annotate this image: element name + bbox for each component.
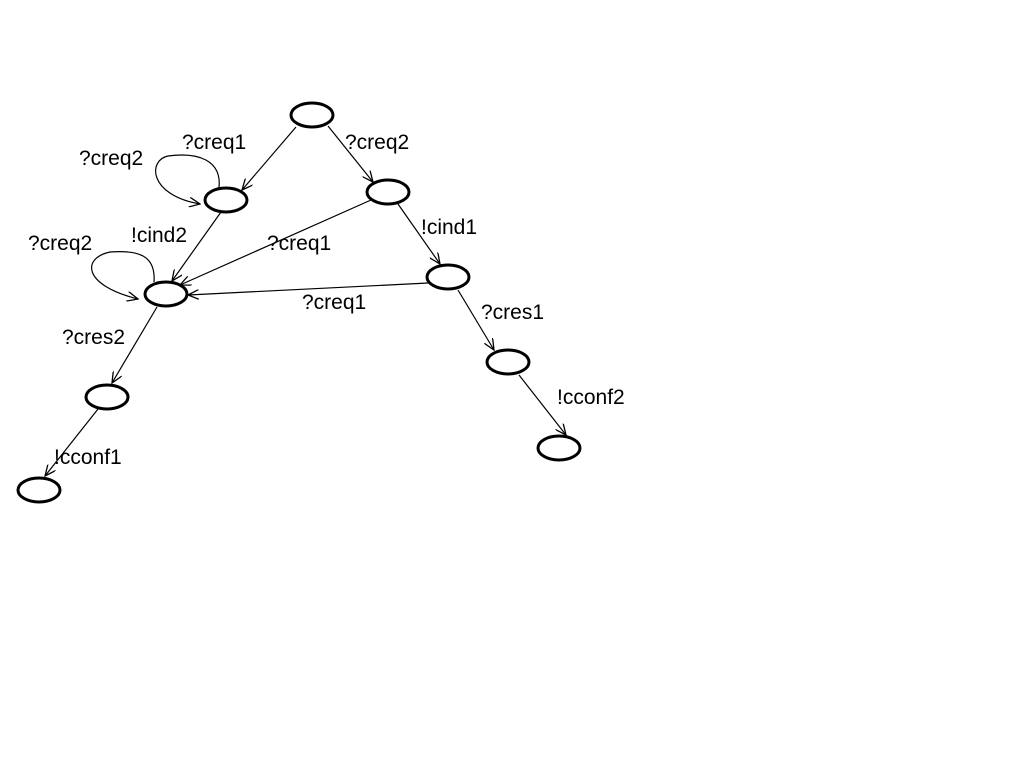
state-node <box>143 280 189 308</box>
transition-s4-s6-arrow <box>457 289 494 350</box>
transition-s2-s4-arrow <box>397 203 440 264</box>
transition-s2-s3-arrow <box>180 199 372 285</box>
transition-s1-s3-arrow <box>172 211 222 281</box>
transition-s0-s1-arrow <box>242 126 297 190</box>
self-loop-s3-arrow <box>91 251 155 299</box>
transition-label: ?cres1 <box>481 301 544 324</box>
transition-label: ?creq2 <box>28 232 92 255</box>
state-node <box>203 186 249 214</box>
transition-s6-s8-arrow <box>518 374 566 435</box>
transition-label: ?creq1 <box>267 232 331 255</box>
transition-label: !cconf2 <box>557 386 625 409</box>
states <box>16 101 582 504</box>
state-node <box>16 476 62 504</box>
transition-label: ?creq2 <box>345 131 409 154</box>
transition-label: !cind2 <box>131 224 187 247</box>
transition-labels: ?creq1 ?creq2 ?creq2 !cind2 ?creq1 !cind… <box>28 131 625 469</box>
transition-label: !cind1 <box>421 216 477 239</box>
self-loop-s1-arrow <box>155 154 220 204</box>
state-node <box>289 101 335 129</box>
state-node <box>84 383 130 411</box>
transition-label: ?cres2 <box>62 326 125 349</box>
transitions <box>45 125 566 476</box>
transition-label: !cconf1 <box>54 446 122 469</box>
state-node <box>536 434 582 462</box>
transition-s3-s5-arrow <box>112 306 158 383</box>
transition-label: ?creq2 <box>79 147 143 170</box>
transition-s5-s7-arrow <box>45 408 99 476</box>
state-node <box>365 178 411 206</box>
transition-label: ?creq1 <box>302 291 366 314</box>
transition-s4-s3-arrow <box>188 282 429 295</box>
state-node <box>485 348 531 376</box>
state-node <box>425 263 471 291</box>
transition-label: ?creq1 <box>182 131 246 154</box>
transition-s0-s2-arrow <box>327 125 373 182</box>
